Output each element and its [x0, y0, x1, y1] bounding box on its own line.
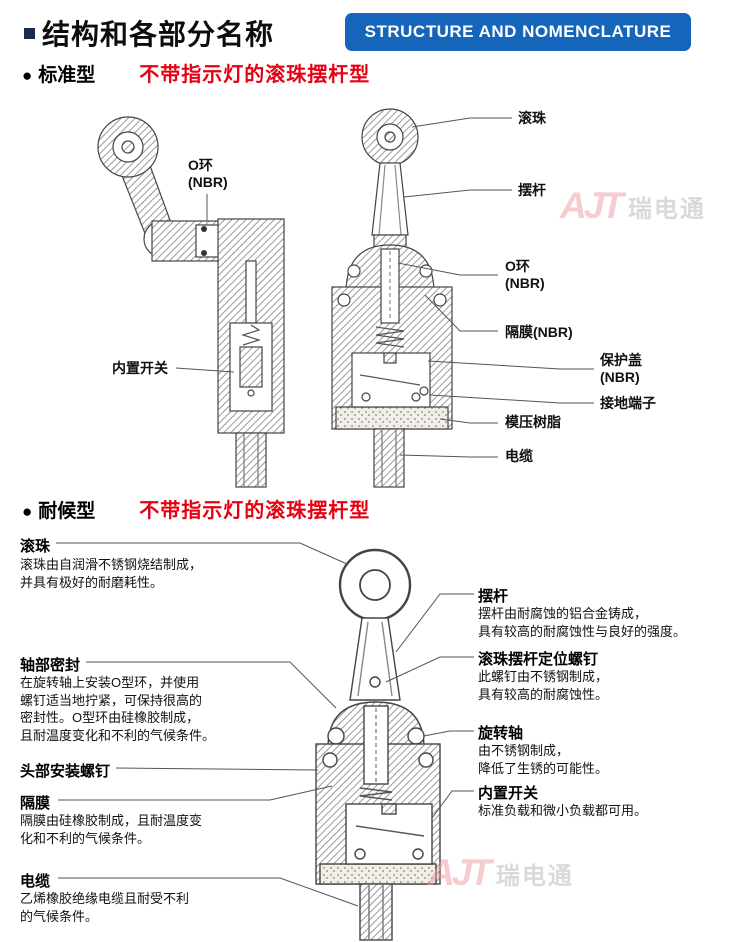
item-desc-roller: 滚珠由自润滑不锈钢烧结制成， 并具有极好的耐磨耗性。	[20, 557, 203, 590]
item-title-cable: 电缆	[20, 873, 51, 890]
label-o-ring-side: O环 (NBR)	[188, 157, 228, 190]
section-weather-header: ● 耐候型 不带指示灯的滚珠摆杆型	[22, 494, 370, 523]
label-cable: 电缆	[505, 448, 533, 464]
item-title-built-in-switch: 内置开关	[478, 785, 539, 802]
item-desc-cable: 乙烯橡胶绝缘电缆且耐受不利 的气候条件。	[20, 891, 190, 924]
item-title-roller: 滚珠	[20, 538, 51, 555]
label-roller: 滚珠	[518, 110, 546, 126]
item-desc-lever: 摆杆由耐腐蚀的铝合金铸成， 具有较高的耐腐蚀性与良好的强度。	[478, 606, 687, 639]
label-protective-cover: 保护盖 (NBR)	[600, 352, 642, 385]
label-ground-terminal: 接地端子	[600, 395, 656, 411]
leader-lines-weather	[56, 542, 474, 907]
front-view-drawing	[331, 108, 453, 488]
standard-type-diagram	[97, 108, 594, 488]
item-title-lever: 摆杆	[478, 588, 509, 605]
item-desc-shaft-seal: 在旋转轴上安装O型环，并使用 螺钉适当地拧紧，可保持很高的 密封性。O型环由硅橡…	[20, 675, 216, 743]
item-title-set-screw: 滚珠摆杆定位螺钉	[478, 651, 599, 668]
side-view-drawing	[97, 116, 285, 488]
item-title-rotary-shaft: 旋转轴	[478, 725, 524, 742]
item-title-shaft-seal: 轴部密封	[20, 657, 81, 674]
section-bullet-icon: ●	[22, 502, 33, 521]
label-molded-resin: 模压树脂	[505, 414, 561, 430]
section-subtitle: 不带指示灯的滚珠摆杆型	[139, 500, 371, 522]
label-built-in-switch-side: 内置开关	[112, 360, 168, 376]
section-type-label: 标准型	[38, 65, 96, 86]
item-desc-built-in-switch: 标准负载和微小负载都可用。	[478, 803, 648, 818]
item-desc-diaphragm: 隔膜由硅橡胶制成，且耐温度变 化和不利的气候条件。	[20, 813, 203, 846]
weather-switch-drawing	[315, 548, 441, 941]
weather-type-diagram	[56, 542, 474, 941]
leader-lines-standard	[175, 117, 594, 458]
item-title-head-screw: 头部安装螺钉	[20, 763, 111, 780]
section-subtitle: 不带指示灯的滚珠摆杆型	[139, 64, 371, 86]
label-o-ring-front: O环 (NBR)	[505, 258, 545, 291]
section-bullet-icon: ●	[22, 66, 33, 85]
label-diaphragm: 隔膜(NBR)	[505, 324, 573, 340]
label-lever: 摆杆	[518, 182, 546, 198]
section-type-label: 耐候型	[38, 501, 96, 522]
item-title-diaphragm: 隔膜	[20, 795, 51, 812]
item-desc-set-screw: 此螺钉由不锈钢制成， 具有较高的耐腐蚀性。	[478, 669, 609, 702]
title-square-bullet	[24, 28, 35, 39]
header-badge: STRUCTURE AND NOMENCLATURE	[345, 13, 691, 51]
page-title: 结构和各部分名称	[42, 19, 275, 50]
section-standard-header: ● 标准型 不带指示灯的滚珠摆杆型	[22, 58, 370, 87]
item-desc-rotary-shaft: 由不锈钢制成， 降低了生锈的可能性。	[478, 743, 609, 776]
